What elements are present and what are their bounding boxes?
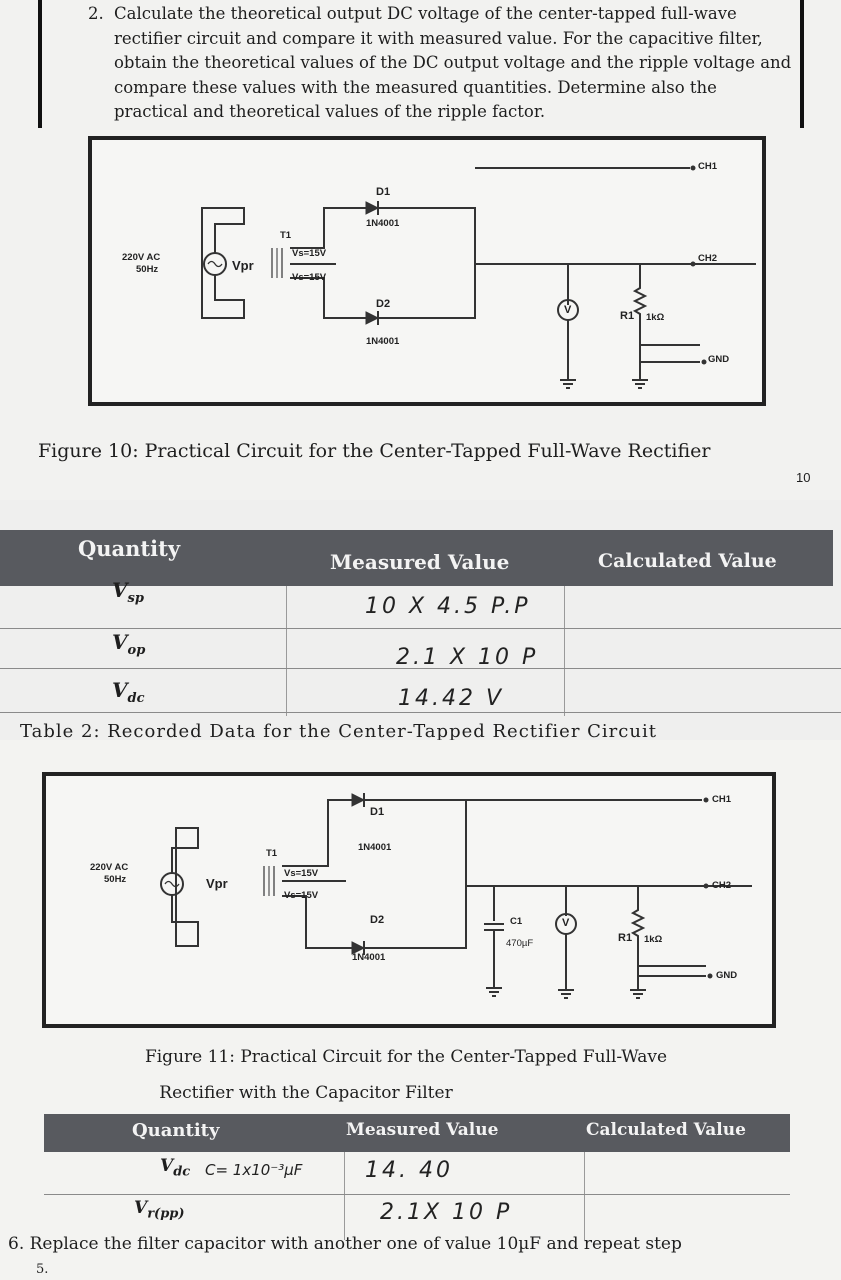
c1-label: C1 [510,916,523,927]
diode-d1-icon [365,201,380,215]
step-6-continuation: 5. [36,1262,49,1277]
resistor-r1-icon [632,264,648,345]
table-row-vop-quantity: Vop [112,630,146,658]
d1-label: D1 [376,186,391,198]
page-bottom: 220V AC 50Hz Vpr T1 Vs=15V Vs=15V D1 1N4… [0,740,841,1280]
circuit-11-schematic [160,793,752,999]
col-divider-4 [584,1152,585,1240]
figure-10-caption: Figure 10: Practical Circuit for the Cen… [38,440,711,462]
col-divider-1 [286,586,287,716]
header-measured: Measured Value [330,550,510,574]
ch2-label-2: CH2 [712,880,732,891]
page-number: 10 [796,470,811,485]
diode-d1-icon-2 [351,793,366,807]
header-quantity: Quantity [78,536,181,561]
table-2-header: Quantity Measured Value Calculated Value [0,530,833,586]
circuit-10-schematic [201,165,756,389]
d1-part-label-2: 1N4001 [358,842,392,853]
source-freq-label-2: 50Hz [104,874,127,885]
table-3-header: Quantity Measured Value Calculated Value [44,1114,790,1152]
col-divider-3 [344,1152,345,1240]
table-row-vdc-measured-2: 14. 40 [365,1158,453,1183]
table-row-vsp-measured: 10 X 4.5 P.P [365,594,531,619]
header-calculated: Calculated Value [598,550,777,572]
table-row-vop-measured: 2.1 X 10 P [396,645,539,670]
ch1-label: CH1 [698,161,718,172]
vpr-label: Vpr [232,258,254,273]
ch1-label-2: CH1 [712,794,732,805]
margin-bar-right [800,0,804,128]
t1-label-2: T1 [266,848,278,859]
table-row-vdc-quantity-2: Vdc [160,1156,191,1180]
table-2-caption-clip: Table 2: Recorded Data for the Center-Ta… [20,719,780,740]
ch1-probe-dot [690,165,696,171]
d2-label: D2 [376,298,391,310]
table-row-vsp-quantity: Vsp [112,578,144,606]
question-2: 2. Calculate the theoretical output DC v… [88,2,793,125]
d2-part-label: 1N4001 [366,336,400,347]
step-6-text: 6. Replace the filter capacitor with ano… [8,1234,682,1254]
gnd-label-2: GND [716,970,738,981]
c1-value-label: 470µF [506,938,534,949]
ch2-probe-dot [690,261,696,267]
page-top: 2. Calculate the theoretical output DC v… [0,0,841,500]
ch2-label: CH2 [698,253,718,264]
meter-label: V [564,304,572,316]
circuit-figure-10: 220V AC 50Hz Vpr T1 Vs=15V Vs=15V D1 1N4… [88,136,766,406]
row-divider-2 [0,668,841,669]
vpr-label-2: Vpr [206,876,228,891]
header-calculated-2: Calculated Value [586,1120,746,1140]
source-voltage-label-2: 220V AC [90,862,129,873]
t1-label: T1 [280,230,292,241]
margin-bar-left [38,0,42,128]
source-voltage-label: 220V AC [122,252,161,263]
table-row-vrpp-quantity: Vr(pp) [134,1198,185,1222]
gnd-probe-dot [701,359,707,365]
gnd-label: GND [708,354,730,365]
diode-d2-icon [365,311,380,325]
d2-part-label-2: 1N4001 [352,952,386,963]
row-divider-1 [0,628,841,629]
vs-bottom-label-2: Vs=15V [284,890,319,901]
vs-top-label: Vs=15V [292,248,327,259]
row-divider-4 [44,1194,790,1195]
vs-bottom-label: Vs=15V [292,272,327,283]
row-divider-3 [0,712,841,713]
circuit-figure-11: 220V AC 50Hz Vpr T1 Vs=15V Vs=15V D1 1N4… [42,772,776,1028]
diode-d2-icon-2 [351,941,366,955]
vs-top-label-2: Vs=15V [284,868,319,879]
header-quantity-2: Quantity [132,1120,220,1141]
table-2-caption: Table 2: Recorded Data for the Center-Ta… [20,721,657,740]
question-number: 2. [88,4,104,23]
d2-label-2: D2 [370,914,385,926]
header-measured-2: Measured Value [346,1120,499,1140]
source-freq-label: 50Hz [136,264,159,275]
figure-11-caption-line1: Figure 11: Practical Circuit for the Cen… [144,1047,668,1067]
r1-label-2: R1 [618,932,633,944]
r1-value-label: 1kΩ [646,312,665,323]
table-2-section: Quantity Measured Value Calculated Value… [0,500,841,740]
capacitor-c1-icon [484,886,504,982]
d1-part-label: 1N4001 [366,218,400,229]
r1-label: R1 [620,310,635,322]
d1-label-2: D1 [370,806,385,818]
table-row-vdc-measured: 14.42 V [398,686,505,711]
col-divider-2 [564,586,565,716]
table-row-vrpp-measured: 2.1X 10 P [380,1200,513,1225]
r1-value-label-2: 1kΩ [644,934,663,945]
capacitance-note: C= 1x10⁻³µF [205,1161,303,1179]
question-text: Calculate the theoretical output DC volt… [114,4,792,121]
table-row-vdc-quantity: Vdc [112,678,145,706]
meter-label-2: V [562,917,570,929]
figure-11-caption-line2: Rectifier with the Capacitor Filter [159,1083,453,1103]
resistor-r1-icon-2 [630,886,646,966]
